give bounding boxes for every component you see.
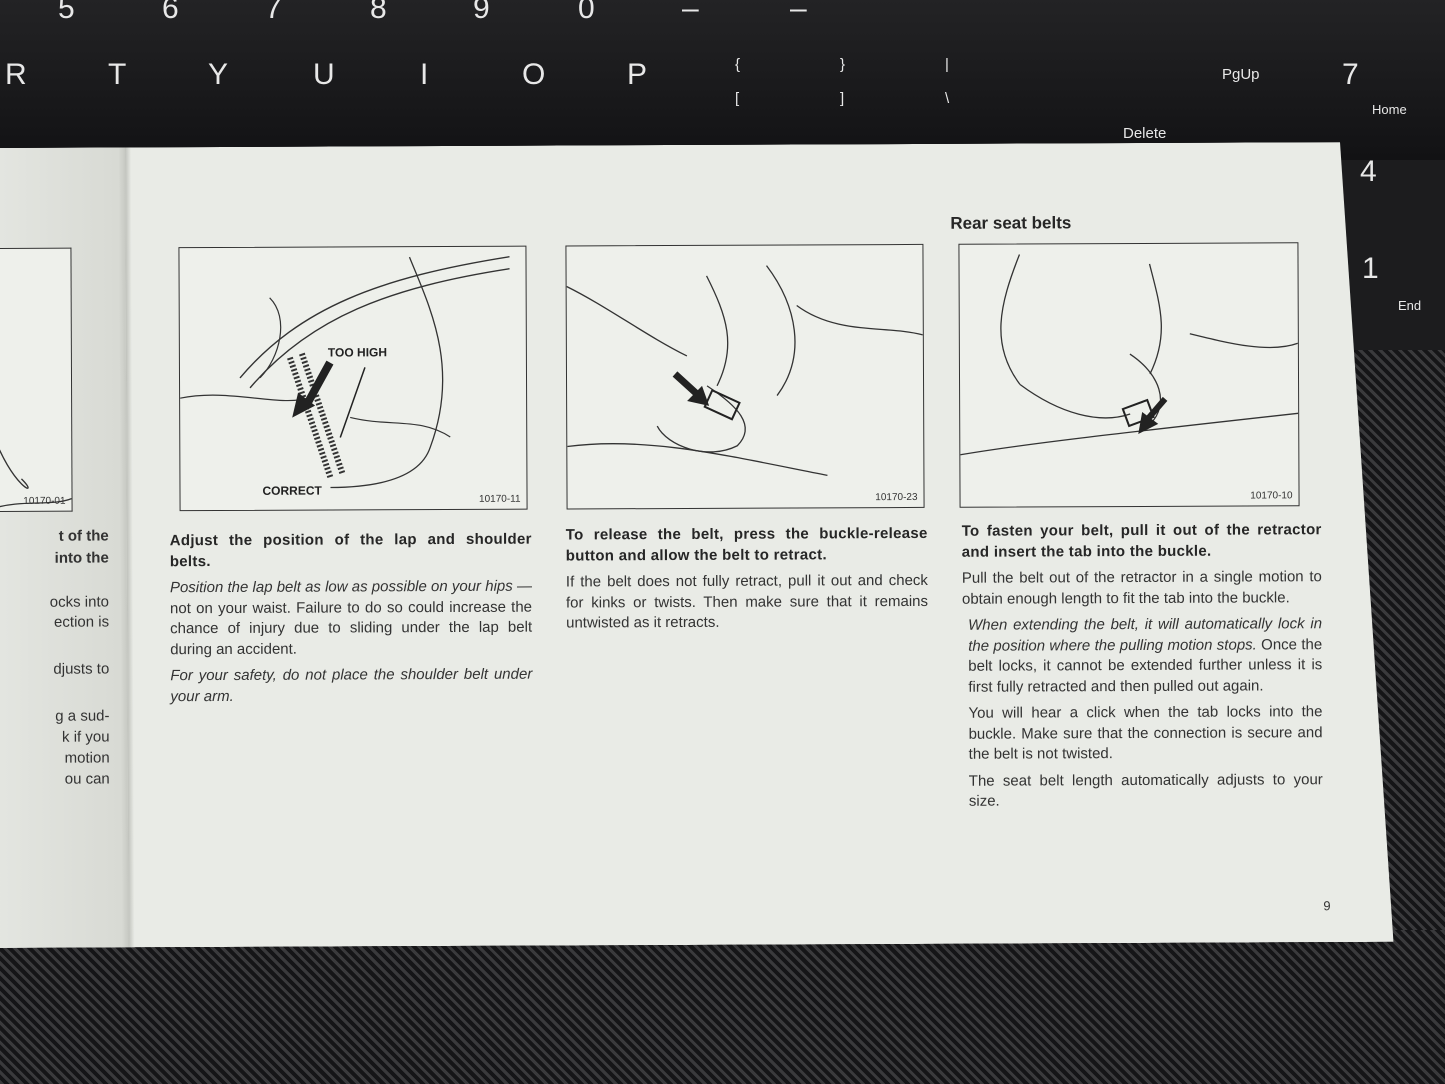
key-0: 0 [578,0,595,25]
instruction-text: You will hear a click when the tab locks… [968,703,1323,763]
instruction-text: If the belt does not fully retract, pull… [565,571,929,632]
keyboard: 5 6 7 8 9 0 – – R T Y U I O P { } [ ] | … [0,0,1445,313]
key-bracket-open: [ [735,90,740,107]
key-r: R [5,58,27,91]
illustration-code: 10170-23 [875,491,918,504]
illustration-code: 10170-10 [1250,490,1293,502]
key-end: End [1398,298,1422,313]
left-text-line: ou can [64,770,110,788]
key-num7: 7 [1342,58,1359,91]
instruction-text: The seat belt length automatically adjus… [968,770,1323,810]
left-text-line: djusts to [53,660,110,678]
key-7: 7 [265,0,282,25]
key-p: P [627,58,648,91]
left-text-line: motion [64,749,110,767]
key-backslash: \ [945,90,950,107]
illustration-fasten-belt: 10170-10 [958,242,1299,507]
instruction-bold: To release the belt, press the buckle-re… [565,524,928,564]
key-t: T [108,58,127,91]
key-minus: – [682,0,699,25]
illustration-lap-belt: TOO HIGH CORRECT 10170-11 [178,246,527,512]
key-brace-close: } [840,56,846,73]
instruction-bold: Adjust the position of the lap and shoul… [169,530,532,570]
key-8: 8 [370,0,387,25]
illustration-code: 10170-11 [478,493,521,505]
key-u: U [313,58,335,91]
key-o: O [522,58,546,91]
key-pipe: | [945,56,949,73]
key-equals: – [790,0,807,25]
instruction-text: Pull the belt out of the retractor in a … [961,568,1322,608]
key-num4: 4 [1360,155,1377,188]
page-number: 9 [1323,898,1331,914]
illustration-release-belt: 10170-23 [565,244,924,510]
illustration-code: 10170-01 [23,495,66,507]
left-text-line: into the [54,549,109,567]
key-brace-open: { [735,56,741,73]
key-pgup: PgUp [1222,66,1260,83]
key-5: 5 [58,0,75,25]
illustration-left: 10170-01 [0,248,73,512]
key-home: Home [1372,102,1407,117]
label-correct: CORRECT [262,483,322,498]
left-text-line: ection is [54,613,110,631]
mesh-surface-bottom [0,930,1445,1084]
left-page: 10170-01 t of the into the ocks into ect… [0,147,128,948]
instruction-bold: To fasten your belt, pull it out of the … [961,521,1322,561]
key-6: 6 [162,0,179,25]
left-text-line: g a sud- [55,707,110,725]
column-rear-seat-belts: To fasten your belt, pull it out of the … [962,520,1323,818]
instruction-italic: Position the lap belt as low as possible… [169,577,513,597]
left-text-line: k if you [62,728,110,746]
column-release-belt: To release the belt, press the buckle-re… [566,524,928,640]
key-bracket-close: ] [840,90,845,107]
label-too-high: TOO HIGH [327,345,388,360]
left-text-line: ocks into [49,593,110,611]
column-lap-belt: Adjust the position of the lap and shoul… [170,530,533,714]
left-text-line: t of the [58,527,109,545]
section-heading: Rear seat belts [950,213,1072,233]
key-i: I [420,58,429,91]
key-delete: Delete [1123,125,1167,142]
key-num1: 1 [1362,252,1379,285]
key-y: Y [208,58,229,91]
key-9: 9 [473,0,490,25]
manual-page: 10170-01 t of the into the ocks into ect… [0,142,1393,948]
safety-note: For your safety, do not place the should… [170,665,533,705]
